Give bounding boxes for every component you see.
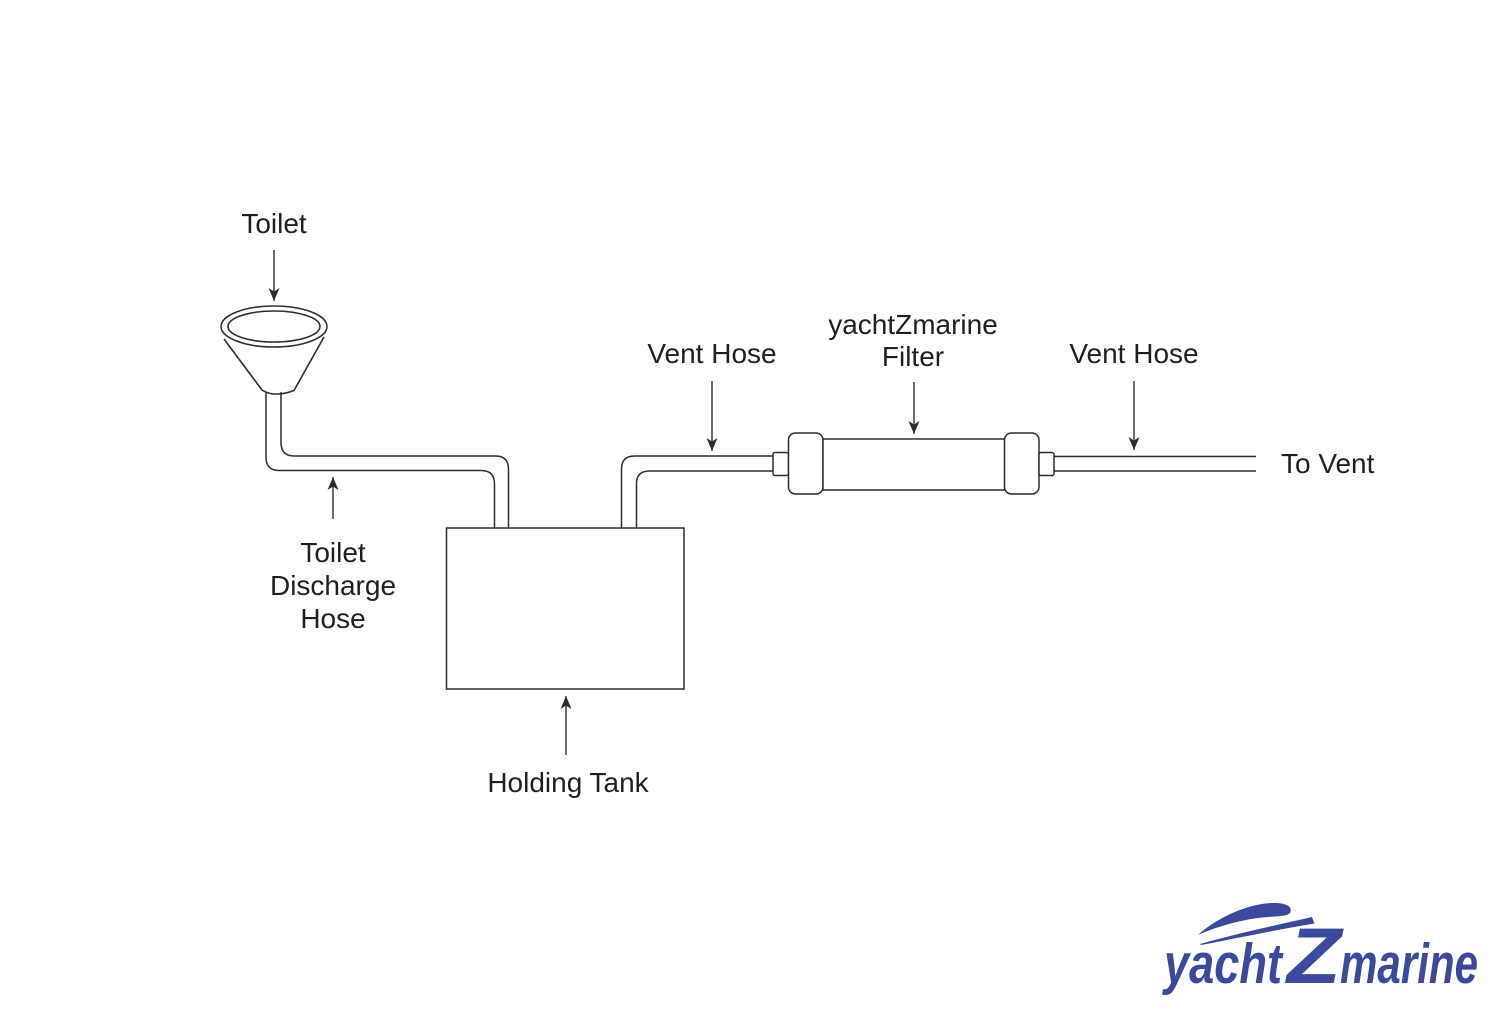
toilet-funnel-icon (220, 305, 328, 395)
filter-label-line1: yachtZmarine (828, 309, 998, 340)
vent-hose-left (620, 455, 775, 528)
holding-tank-label: Holding Tank (487, 767, 649, 798)
logo-text-z: Z (1285, 911, 1344, 1000)
toilet-label: Toilet (241, 208, 307, 239)
filter-right-cap (1003, 432, 1040, 495)
discharge-label-line1: Toilet (300, 537, 366, 568)
toilet-discharge-hose-label: Toilet Discharge Hose (270, 537, 396, 634)
holding-tank-box (445, 527, 685, 690)
yacht-swoosh-lower-icon (1200, 917, 1315, 945)
to-vent-label: To Vent (1281, 448, 1375, 479)
filter-canister (822, 438, 1006, 491)
filter-label: yachtZmarine Filter (828, 309, 998, 372)
discharge-label-line2: Discharge (270, 570, 396, 601)
filter-body (772, 432, 1055, 495)
filter-inlet-nipple (772, 451, 790, 477)
filter-label-line2: Filter (882, 341, 944, 372)
vent-hose-right (1052, 455, 1256, 472)
vent-hose-right-label: Vent Hose (1069, 338, 1198, 369)
logo-text-yacht: yacht (1162, 932, 1284, 996)
toilet-discharge-hose (265, 392, 510, 528)
discharge-label-line3: Hose (300, 603, 365, 634)
logo-text-marine: marine (1340, 932, 1478, 996)
vent-hose-left-label: Vent Hose (647, 338, 776, 369)
filter-outlet-nipple (1038, 451, 1055, 477)
yachtzmarine-logo: yacht Z marine (1162, 902, 1478, 1000)
filter-left-cap (787, 432, 824, 495)
yacht-swoosh-upper-icon (1198, 902, 1291, 935)
